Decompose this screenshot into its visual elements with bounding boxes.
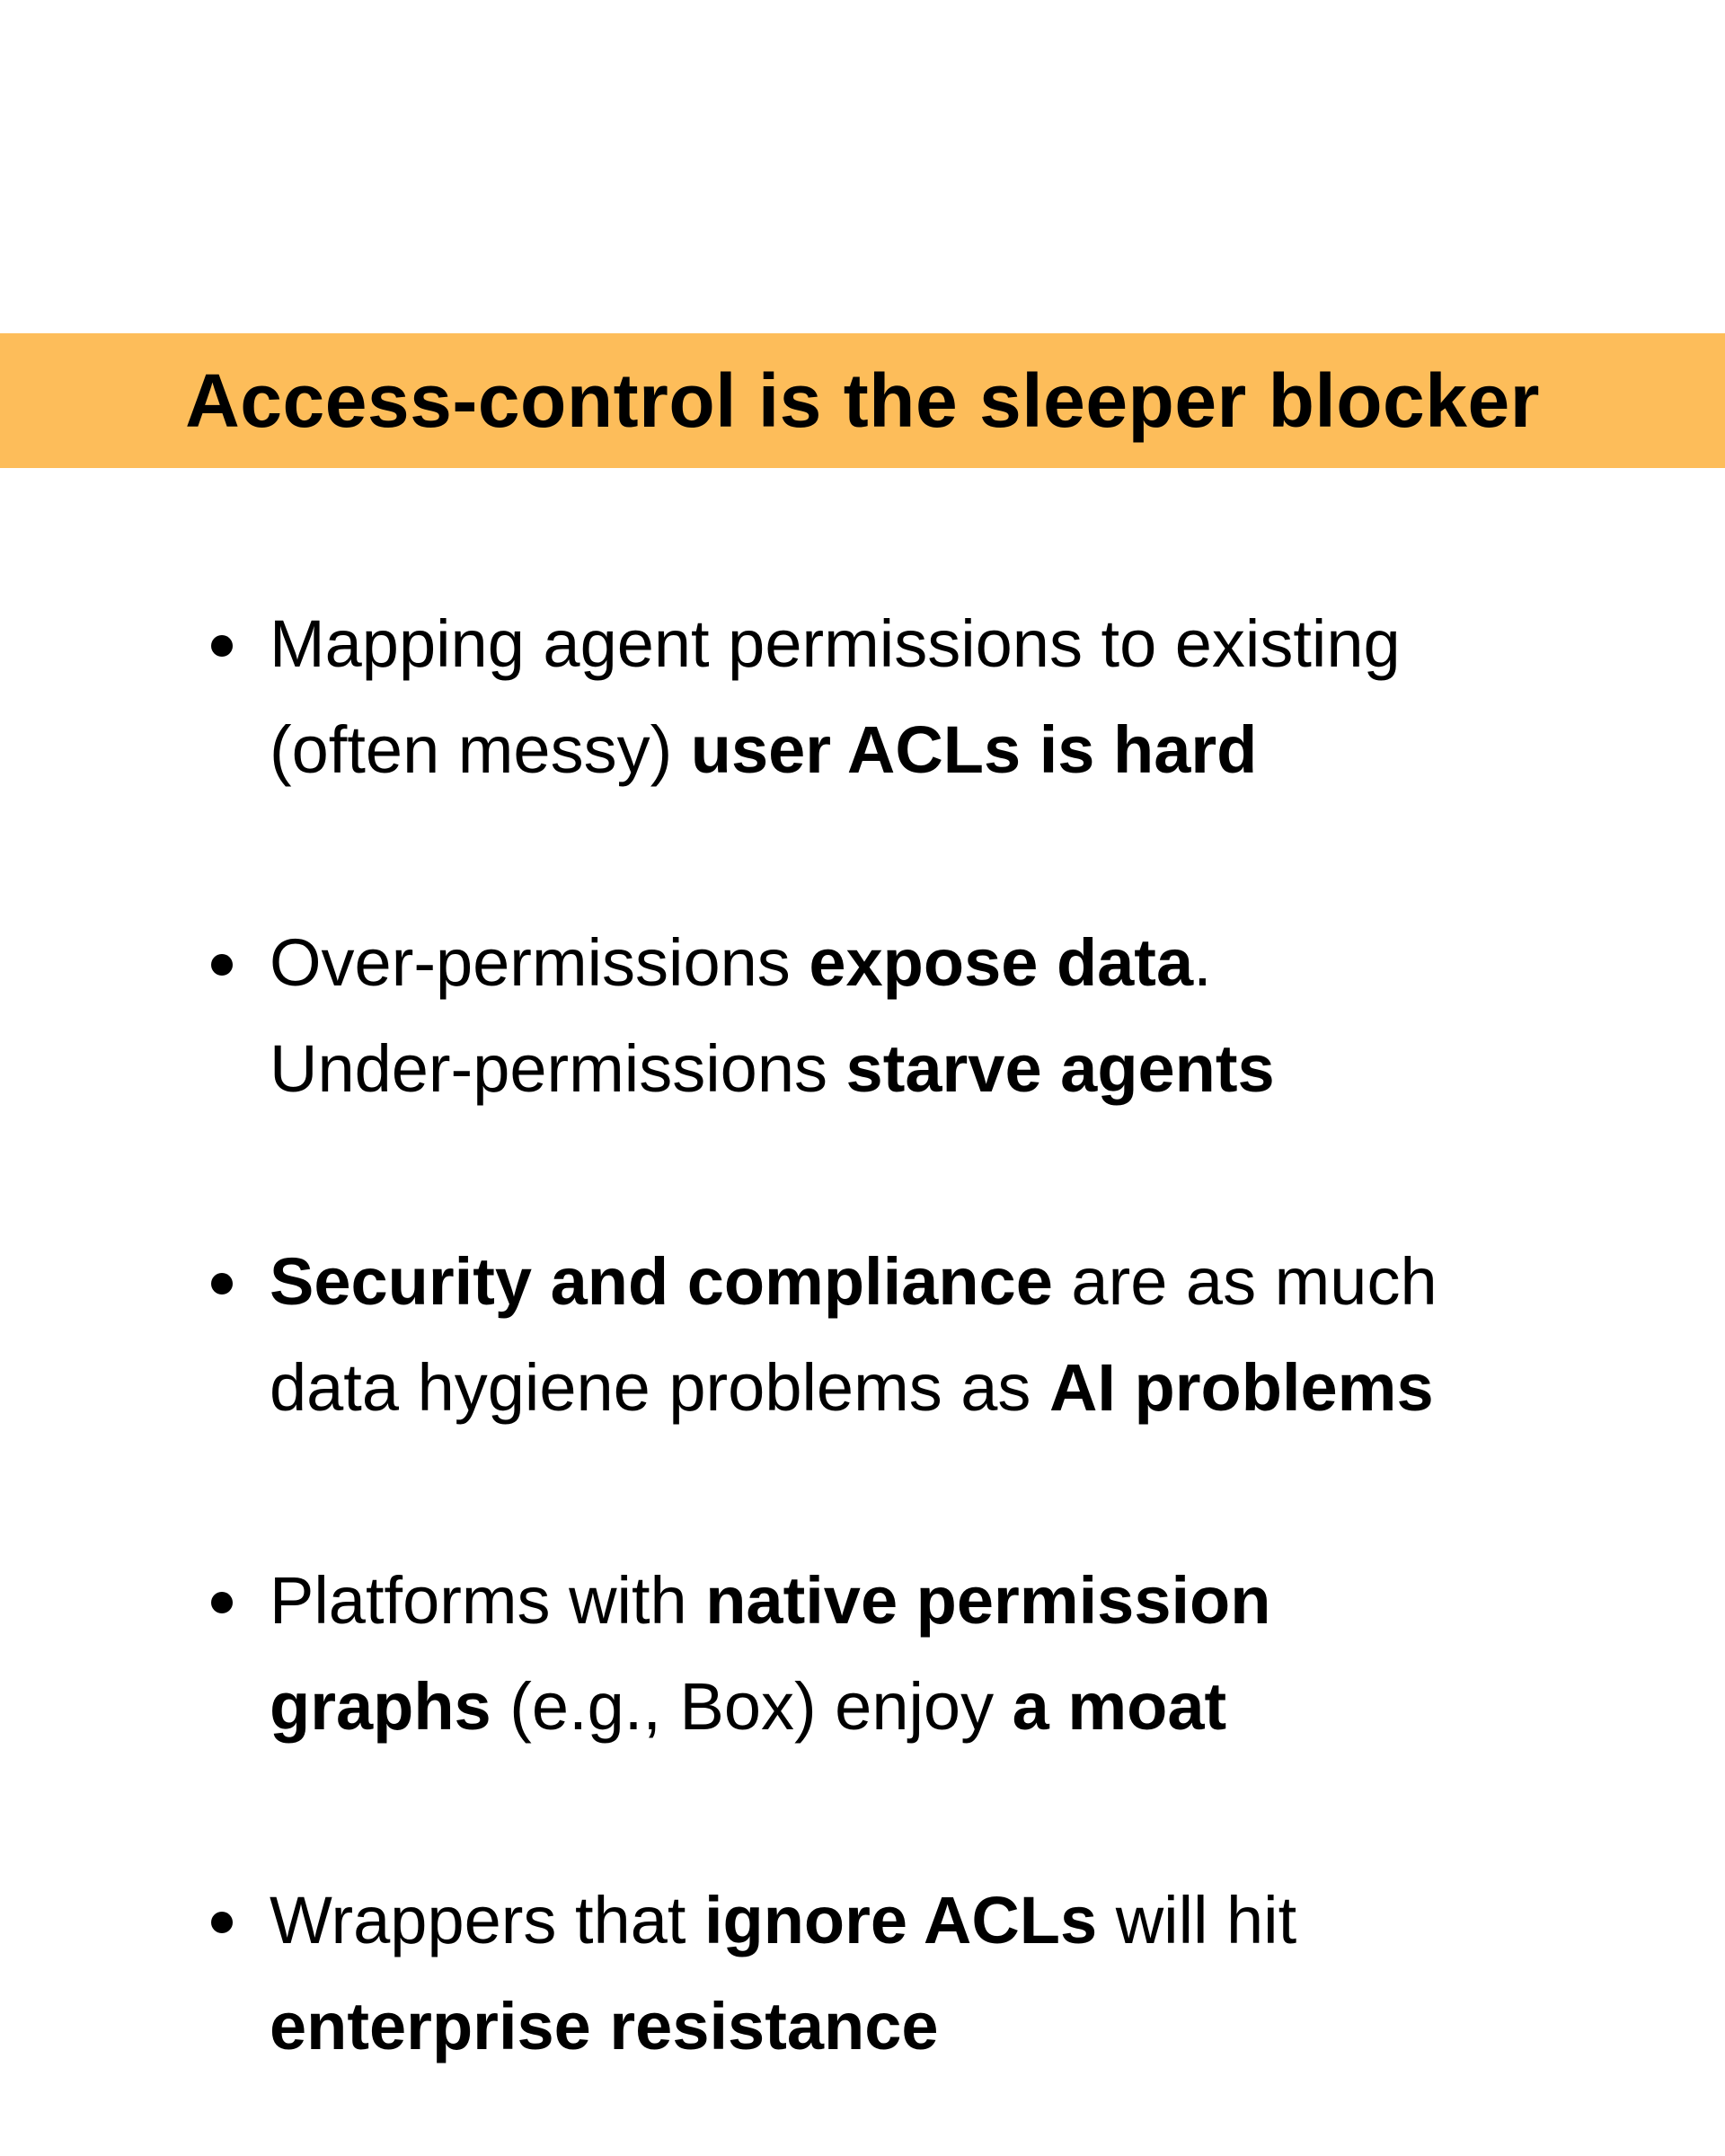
list-item: Mapping agent permissions to existing (o… bbox=[211, 591, 1545, 803]
bullet-point-icon bbox=[211, 1592, 233, 1613]
bullet-emphasis: starve agents bbox=[845, 1031, 1275, 1106]
bullet-text: Mapping agent permissions to existing bbox=[270, 606, 1401, 681]
bullet-emphasis: graphs bbox=[270, 1669, 491, 1744]
bullet-line: (often messy) user ACLs is hard bbox=[270, 697, 1545, 803]
bullet-text: (often messy) bbox=[270, 712, 691, 787]
bullet-emphasis: ignore ACLs bbox=[703, 1883, 1098, 1957]
bullet-text: will hit bbox=[1097, 1883, 1297, 1957]
bullet-text: Platforms with bbox=[270, 1563, 706, 1638]
bullet-emphasis: a moat bbox=[1012, 1669, 1227, 1744]
bullet-text: (e.g., Box) enjoy bbox=[491, 1669, 1013, 1744]
bullet-point-icon bbox=[211, 635, 233, 657]
bullet-point-icon bbox=[211, 1273, 233, 1294]
bullet-line: Platforms with native permission bbox=[270, 1548, 1545, 1654]
bullet-emphasis: Security and compliance bbox=[270, 1244, 1053, 1319]
list-item: Security and compliance are as much data… bbox=[211, 1229, 1545, 1441]
list-item: Wrappers that ignore ACLs will hit enter… bbox=[211, 1868, 1545, 2080]
bullet-text: are as much bbox=[1052, 1244, 1438, 1319]
bullet-text: Over-permissions bbox=[270, 925, 809, 1000]
bullet-line: Security and compliance are as much bbox=[270, 1229, 1545, 1335]
bullet-text: data hygiene problems as bbox=[270, 1350, 1049, 1425]
bullet-line: Over-permissions expose data. bbox=[270, 910, 1545, 1016]
bullet-emphasis: enterprise resistance bbox=[270, 1989, 939, 2063]
bullet-line: Wrappers that ignore ACLs will hit bbox=[270, 1868, 1545, 1974]
bullet-text: . bbox=[1193, 925, 1212, 1000]
bullet-emphasis: AI problems bbox=[1048, 1350, 1434, 1425]
bullet-line: Mapping agent permissions to existing bbox=[270, 591, 1545, 697]
bullet-point-icon bbox=[211, 1912, 233, 1933]
bullet-text: Wrappers that bbox=[270, 1883, 704, 1957]
bullet-point-icon bbox=[211, 954, 233, 976]
bullet-line: data hygiene problems as AI problems bbox=[270, 1335, 1545, 1441]
title-banner: Access-control is the sleeper blocker bbox=[0, 333, 1725, 468]
bullet-line: Under-permissions starve agents bbox=[270, 1016, 1545, 1122]
bullet-emphasis: expose data bbox=[809, 925, 1194, 1000]
bullet-line: graphs (e.g., Box) enjoy a moat bbox=[270, 1654, 1545, 1760]
bullet-line: enterprise resistance bbox=[270, 1974, 1545, 2080]
list-item: Platforms with native permission graphs … bbox=[211, 1548, 1545, 1760]
bullet-text: Under-permissions bbox=[270, 1031, 846, 1106]
page-title: Access-control is the sleeper blocker bbox=[185, 358, 1540, 443]
list-item: Over-permissions expose data. Under-perm… bbox=[211, 910, 1545, 1122]
bullet-emphasis: native permission bbox=[705, 1563, 1271, 1638]
bullet-emphasis: user ACLs is hard bbox=[690, 712, 1258, 787]
